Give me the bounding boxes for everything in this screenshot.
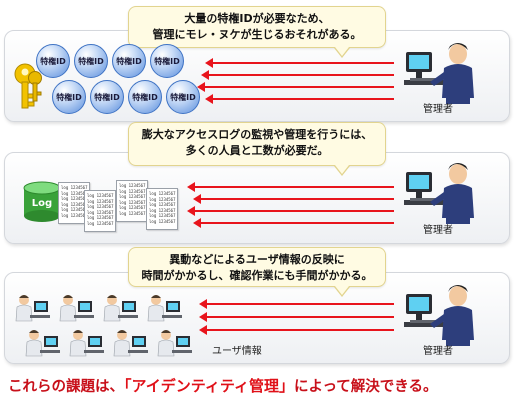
privileged-id-badge: 特権ID <box>36 44 70 78</box>
administrator-icon <box>404 163 474 224</box>
bubble-line-1: 膨大なアクセスログの監視や管理を行うには、 <box>141 128 373 141</box>
user-pc-icon <box>103 295 138 322</box>
administrator-label: 管理者 <box>423 104 453 115</box>
red-arrow <box>205 94 394 104</box>
privileged-id-badge: 特権ID <box>74 44 108 78</box>
speech-bubble-user-info: 異動などによるユーザ情報の反映に 時間がかかるし、確認作業にも手間がかかる。 <box>128 247 386 297</box>
red-arrow <box>193 218 394 228</box>
administrator-label: 管理者 <box>423 346 453 357</box>
privileged-id-badge: 特権ID <box>150 44 184 78</box>
conclusion-highlight: 「アイデンティティ管理」 <box>124 377 294 395</box>
red-arrow <box>187 206 394 216</box>
speech-bubble-privileged-ids: 大量の特権IDが必要なため、 管理にモレ・ヌケが生じるおそれがある。 <box>128 6 386 58</box>
red-arrow <box>187 182 394 192</box>
key-icon <box>28 71 42 102</box>
user-pc-icon <box>113 330 148 357</box>
administrator-label: 管理者 <box>423 225 453 236</box>
bubble-line-2: 多くの人員と工数が必要だ。 <box>185 144 329 157</box>
bubble-line-2: 管理にモレ・ヌケが生じるおそれがある。 <box>152 28 362 41</box>
bubble-line-1: 大量の特権IDが必要なため、 <box>184 12 330 25</box>
red-arrow <box>199 299 394 309</box>
privileged-id-badge: 特権ID <box>112 44 146 78</box>
user-info-label: ユーザ情報 <box>212 346 262 357</box>
privileged-id-badge: 特権ID <box>166 80 200 114</box>
bubble-line-2: 時間がかかるし、確認作業にも手間がかかる。 <box>141 269 373 282</box>
user-pc-icon <box>69 330 104 357</box>
speech-bubble-access-logs: 膨大なアクセスログの監視や管理を行うには、 多くの人員と工数が必要だ。 <box>128 122 386 176</box>
administrator-icon <box>404 285 474 346</box>
conclusion-suffix: によって解決できる。 <box>293 379 438 395</box>
conclusion-text: これらの課題は、「アイデンティティ管理」によって解決できる。 <box>8 375 508 396</box>
bubble-line-1: 異動などによるユーザ情報の反映に <box>169 253 345 266</box>
database-label: Log <box>31 198 53 209</box>
privileged-id-badge: 特権ID <box>90 80 124 114</box>
database-icon <box>23 181 61 222</box>
red-arrow <box>199 325 394 335</box>
red-arrow <box>193 194 394 204</box>
privileged-id-badge: 特権ID <box>128 80 162 114</box>
user-pc-icon <box>25 330 60 357</box>
user-pc-icon <box>59 295 94 322</box>
red-arrow <box>205 58 394 68</box>
privileged-id-badge: 特権ID <box>52 80 86 114</box>
red-arrow <box>197 82 394 92</box>
user-pc-icon <box>157 330 192 357</box>
user-pc-icon <box>147 295 182 322</box>
conclusion-prefix: これらの課題は、 <box>8 379 124 395</box>
red-arrow <box>201 70 394 80</box>
red-arrow <box>199 312 394 322</box>
administrator-icon <box>404 43 474 104</box>
user-pc-icon <box>15 295 50 322</box>
